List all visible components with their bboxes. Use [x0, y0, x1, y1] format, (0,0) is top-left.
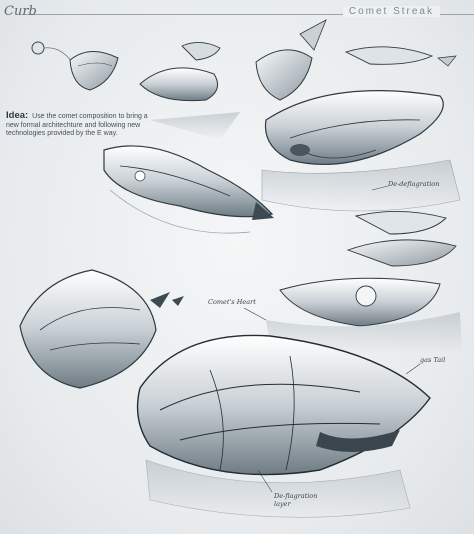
annotation-deflagration-layer: De-flagration layer: [274, 492, 318, 508]
annotation-de-deflagration: De-deflagration: [388, 180, 440, 188]
sketch-left-vehicle: [19, 269, 184, 389]
annotation-leaders: [243, 185, 421, 493]
sketch-main-vehicle: [136, 334, 431, 518]
annotation-comets-heart: Comet's Heart: [208, 298, 256, 306]
sketch-right-mid-vehicles: [266, 211, 462, 355]
sketch-top-row: [139, 19, 457, 140]
sketch-middle-vehicle: [103, 145, 274, 234]
sheet-title: Comet Streak: [342, 6, 440, 17]
idea-label: Idea:: [6, 110, 29, 121]
annotation-gas-tail: gas Tail: [420, 356, 446, 364]
sketch-comet-thumbnail: [31, 41, 119, 91]
header-rule: [22, 14, 474, 15]
brand-logo: Curb: [4, 4, 37, 19]
idea-note: Idea: Use the comet composition to bring…: [6, 110, 156, 139]
sketch-upper-right-vehicle: [261, 90, 461, 212]
idea-text: Use the comet composition to bring a new…: [6, 113, 148, 137]
